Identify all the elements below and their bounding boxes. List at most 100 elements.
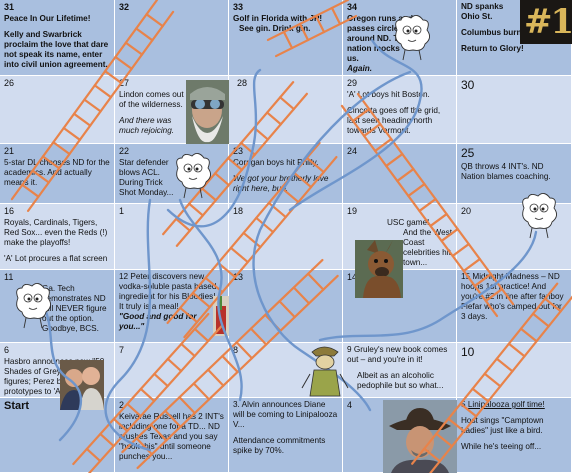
square-number: 15: [461, 272, 471, 281]
square-text: Return to Glory!: [461, 44, 524, 53]
square-15: 15 Midnight Madness – ND hoops 1st pract…: [457, 270, 572, 343]
square-text: Albeit as an alcoholic pedophile but so …: [357, 371, 444, 390]
square-number: 22: [119, 146, 130, 156]
square-28: 28: [229, 76, 343, 144]
square-31: 31 Peace In Our Lifetime! Kelly and Swar…: [0, 0, 115, 76]
square-20: 20: [457, 204, 572, 270]
square-number: 16: [4, 206, 15, 216]
square-number: 5: [461, 400, 466, 409]
square-text: ND spanks Ohio St.: [461, 2, 504, 21]
square-text: Attendance commitments spike by 70%.: [233, 436, 326, 455]
square-number: 24: [347, 146, 358, 156]
square-text: 9 Gruley's new book comes out – and you'…: [347, 345, 452, 365]
square-text: Royals, Cardinals, Tigers, Red Sox... ev…: [4, 217, 108, 247]
square-21: 21 5-star DL chooses ND for the academic…: [0, 144, 115, 204]
square-24: 24: [343, 144, 457, 204]
square-25: 25 QB throws 4 INT's. ND Nation blames c…: [457, 144, 572, 204]
square-11: 11 Ga. Tech demonstrates ND will NEVER f…: [0, 270, 115, 343]
square-26: 26: [0, 76, 115, 144]
square-text: USC game!: [387, 217, 430, 227]
square-12: 12 Peter discovers new vodka-soluble pas…: [115, 270, 229, 343]
square-text: Golf in Florida with JP!: [233, 13, 323, 23]
square-text: It truly is a meal!: [119, 302, 179, 311]
square-number: 7: [119, 345, 125, 355]
square-text: Again.: [347, 63, 373, 73]
square-number: 30: [461, 78, 475, 92]
square-16: 16 Royals, Cardinals, Tigers, Red Sox...…: [0, 204, 115, 270]
square-34: 34 Oregon runs and passes circles around…: [343, 0, 457, 76]
square-text: During Trick Shot Monday...: [119, 177, 174, 197]
square-number: 23: [233, 146, 244, 156]
square-number: 2: [119, 400, 125, 410]
square-number: 34: [347, 2, 358, 12]
square-5: 5 Linipalooza golf time! Host sings "Cam…: [457, 398, 572, 473]
square-18: 18: [229, 204, 343, 270]
square-text: QB throws 4 INT's. ND Nation blames coac…: [461, 161, 551, 181]
square-text: Host sings "Camptown Ladies" just like a…: [461, 416, 544, 435]
square-2: 2 Keivarae Russell has 2 INT's including…: [115, 398, 229, 473]
square-text: Linipalooza golf time!: [467, 400, 545, 409]
square-text: 12 Peter discovers new vodka-soluble pas…: [119, 272, 224, 302]
square-text: Oregon runs and passes circles around ND…: [347, 13, 413, 63]
square-text: Corrigan boys hit Philly.: [233, 157, 319, 167]
square-number: 28: [237, 78, 248, 88]
square-number: 21: [4, 146, 15, 156]
badge-text: #1: [524, 2, 572, 42]
dog-photo: [355, 240, 403, 298]
square-text: Peace In Our Lifetime!: [4, 13, 91, 23]
square-7: 7: [115, 343, 229, 398]
square-number: 11: [4, 272, 14, 282]
square-number: 33: [233, 2, 244, 12]
square-3: 3. Alvin announces Diane will be coming …: [229, 398, 343, 473]
square-17: 1: [115, 204, 229, 270]
square-number: 25: [461, 146, 475, 160]
square-number: 12: [119, 272, 129, 281]
square-number: 32: [119, 2, 130, 12]
square-text: Columbus burns!: [461, 28, 529, 37]
square-text: 5 Linipalooza golf time!: [461, 400, 567, 410]
square-text: "Good and good for you...": [119, 312, 197, 331]
square-30: 30: [457, 76, 572, 144]
square-text: Gruley's new book comes out – and you're…: [347, 345, 448, 364]
square-number: 26: [4, 78, 15, 88]
square-text: Lindon comes out of the wilderness.: [119, 89, 184, 109]
square-text: We got your brotherly love right here, b…: [233, 173, 329, 193]
square-number: 6: [4, 345, 10, 355]
square-text: Star defender blows ACL.: [119, 157, 169, 177]
square-number: 3.: [233, 400, 240, 409]
square-23: 23 Corrigan boys hit Philly. We got your…: [229, 144, 343, 204]
square-text: Midnight Madness – ND hoops 1st practice…: [461, 272, 564, 321]
square-number: 10: [461, 345, 475, 359]
cowboy-photo: [383, 400, 457, 473]
square-number: 8: [233, 345, 239, 355]
square-text: Ga. Tech demonstrates ND will NEVER figu…: [42, 283, 107, 333]
square-text: 5-star DL chooses ND for the academics. …: [4, 157, 110, 187]
number-one-badge: #1: [520, 0, 572, 44]
square-text: See gin. Drink gin.: [239, 23, 311, 33]
square-text: While he's teeing off...: [461, 442, 542, 451]
start-label: Start: [4, 400, 30, 412]
square-8: 8: [229, 343, 343, 398]
two-men-photo: [60, 360, 104, 410]
square-number: 18: [233, 206, 244, 216]
square-text: 3. Alvin announces Diane will be coming …: [233, 400, 338, 430]
square-number: 13: [233, 272, 244, 282]
square-text: 15 Midnight Madness – ND hoops 1st pract…: [461, 272, 567, 322]
square-text: Peter discovers new vodka-soluble pasta …: [119, 272, 217, 301]
square-text: Keivarae Russell has 2 INT's including o…: [119, 411, 224, 461]
square-text: And there was much rejoicing.: [119, 115, 175, 135]
square-text: Alvin announces Diane will be coming to …: [233, 400, 338, 429]
square-text: Cincotta goes off the grid, last seen he…: [347, 105, 441, 135]
square-text: Kelly and Swarbrick proclaim the love th…: [4, 29, 109, 69]
square-10: 10: [457, 343, 572, 398]
square-text: 'A' Lot procures a flat screen: [4, 253, 108, 263]
bloody-mary-photo: [213, 296, 229, 336]
square-9: 9 Gruley's new book comes out – and you'…: [343, 343, 457, 398]
square-32: 32: [115, 0, 229, 76]
square-text: 'A' Lot boys hit Boston.: [347, 89, 430, 99]
square-13: 13: [229, 270, 343, 343]
square-29: 29 'A' Lot boys hit Boston. Cincotta goe…: [343, 76, 457, 144]
bearded-man-goggles-photo: [186, 80, 229, 144]
square-number: 31: [4, 2, 15, 12]
